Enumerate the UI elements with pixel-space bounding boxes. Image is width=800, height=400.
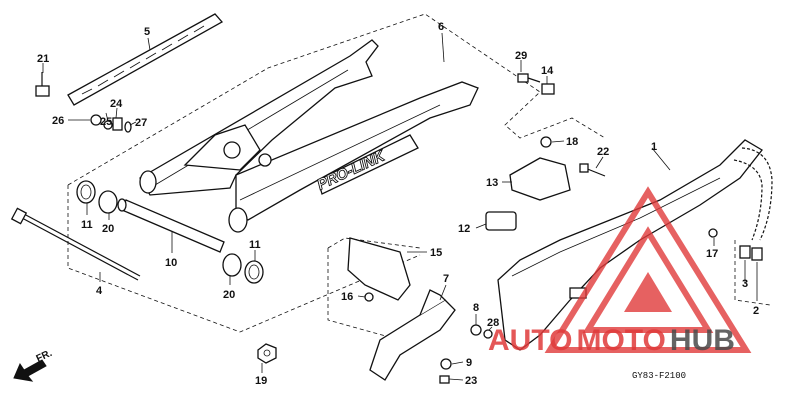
- callout-3: 3: [742, 278, 748, 290]
- bolt-29-collar-14: [517, 73, 555, 95]
- pivot-parts: [76, 180, 264, 284]
- callout-18: 18: [566, 136, 578, 148]
- leader-lines: [42, 32, 758, 381]
- callout-24: 24: [110, 98, 123, 110]
- callout-2: 2: [753, 305, 759, 317]
- callout-7: 7: [443, 273, 449, 285]
- callout-5: 5: [144, 26, 150, 38]
- nut-8-washer-28: [470, 324, 493, 339]
- callout-15: 15: [430, 247, 442, 259]
- callout-17: 17: [706, 248, 718, 260]
- chain-case: [497, 139, 763, 351]
- callout-11b: 11: [249, 239, 261, 251]
- callout-labels: 1 2 3 4 5 6 7 8 9 10 11 11 12 13 14 15 1…: [37, 21, 759, 387]
- callout-21: 21: [37, 53, 49, 65]
- chain-guide-plate: [67, 13, 224, 106]
- clips: [708, 228, 763, 261]
- callout-16: 16: [341, 291, 353, 303]
- watermark-hub: HUB: [670, 324, 735, 357]
- callout-25: 25: [100, 116, 112, 128]
- callout-8: 8: [473, 302, 479, 314]
- chain-slider: [369, 289, 456, 384]
- pivot-bolt: [10, 207, 141, 281]
- callout-22: 22: [597, 146, 609, 158]
- direction-mark: FR.: [35, 348, 54, 365]
- callout-20a: 20: [102, 223, 114, 235]
- spacers: [485, 136, 606, 231]
- callout-27: 27: [135, 117, 147, 129]
- callout-11a: 11: [81, 219, 93, 231]
- callout-23: 23: [465, 375, 477, 387]
- bolt-21: [35, 72, 50, 97]
- callout-26: 26: [52, 115, 64, 127]
- washer-stack: [90, 114, 132, 133]
- callout-20b: 20: [223, 289, 235, 301]
- watermark-logo: AUTO MOTO HUB: [488, 186, 752, 357]
- swingarm: PRO-LINK: [139, 39, 479, 233]
- swingarm-group-boundary: [67, 13, 771, 341]
- nut-19: [257, 343, 277, 364]
- callout-28: 28: [487, 317, 499, 329]
- callout-10: 10: [165, 257, 177, 269]
- callout-14: 14: [541, 65, 554, 77]
- slider-guard: [347, 237, 411, 302]
- callout-9: 9: [466, 357, 472, 369]
- drive-chain: [733, 147, 773, 241]
- callout-1: 1: [651, 141, 657, 153]
- front-direction-arrow: FR.: [13, 348, 54, 382]
- callout-19: 19: [255, 375, 267, 387]
- callout-29: 29: [515, 50, 527, 62]
- watermark-moto: MOTO: [576, 324, 665, 357]
- callout-13: 13: [486, 177, 498, 189]
- callout-6: 6: [438, 21, 444, 33]
- callout-12: 12: [458, 223, 470, 235]
- watermark-text: AUTO MOTO HUB: [488, 324, 735, 357]
- callout-4: 4: [96, 285, 103, 297]
- drawing-code: GY83-F2100: [632, 371, 686, 381]
- watermark-auto: AUTO: [488, 324, 572, 357]
